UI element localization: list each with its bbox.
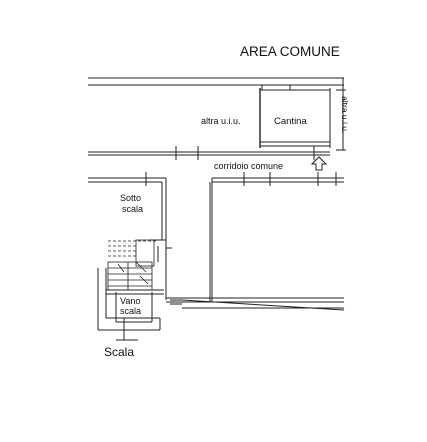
scala-label: Scala bbox=[104, 345, 134, 359]
altra-uiu-right-label: altra u.i.u. bbox=[340, 96, 350, 133]
corridoio-comune-label: corridoio comune bbox=[214, 161, 283, 171]
sotto-scala-label: Sotto bbox=[120, 193, 141, 203]
wall-lines bbox=[88, 77, 346, 341]
area-comune-label: AREA COMUNE bbox=[240, 44, 340, 59]
stairs bbox=[107, 239, 158, 291]
sotto-scala-label-2: scala bbox=[122, 204, 143, 214]
corridor-arrow-icon bbox=[310, 156, 328, 171]
vano-scala-label-2: scala bbox=[120, 306, 141, 316]
cantina-label: Cantina bbox=[274, 116, 307, 127]
vano-scala-label: Vano bbox=[120, 296, 140, 306]
altra-uiu-left-label: altra u.i.u. bbox=[201, 116, 241, 126]
